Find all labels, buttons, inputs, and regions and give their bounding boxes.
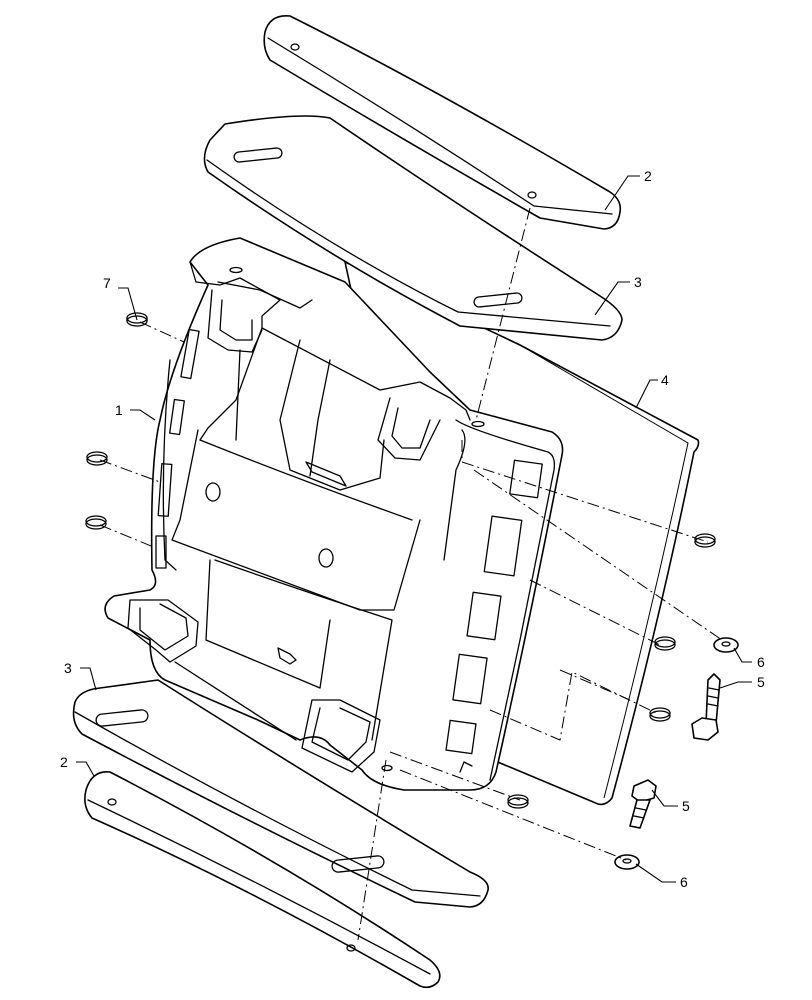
strip-part-2-top bbox=[263, 15, 622, 230]
callout-5-bottom: 5 bbox=[682, 798, 690, 814]
washer-part-6-bottom bbox=[614, 854, 640, 870]
clip-7d bbox=[694, 533, 716, 548]
assembly-lines bbox=[99, 207, 723, 941]
callout-2-top: 2 bbox=[644, 168, 652, 184]
clip-7c bbox=[85, 515, 107, 530]
callout-4: 4 bbox=[661, 372, 669, 388]
callout-7: 7 bbox=[103, 275, 111, 291]
callout-6-bottom: 6 bbox=[680, 874, 688, 890]
callout-3-bottom: 3 bbox=[64, 660, 72, 676]
bolt-part-5-bottom bbox=[629, 779, 657, 829]
callout-3-top: 3 bbox=[634, 274, 642, 290]
clip-part-7 bbox=[85, 312, 716, 809]
bolt-part-5-right bbox=[691, 673, 721, 741]
callout-1: 1 bbox=[115, 402, 123, 418]
callout-6-right: 6 bbox=[757, 654, 765, 670]
strip-part-2-bottom bbox=[84, 771, 441, 989]
clip-7a bbox=[126, 312, 148, 327]
clip-7f bbox=[649, 707, 671, 722]
pad-part-3-top bbox=[203, 115, 623, 341]
leader-lines bbox=[76, 175, 752, 883]
callout-5-right: 5 bbox=[757, 674, 765, 690]
clip-7g bbox=[507, 794, 529, 809]
washer-part-6-right bbox=[713, 637, 739, 653]
pad-part-3-bottom bbox=[72, 679, 489, 908]
clip-7b bbox=[86, 451, 108, 466]
callout-2-bottom: 2 bbox=[60, 754, 68, 770]
bracket-part-1 bbox=[104, 237, 564, 791]
callout-labels: 2 3 7 1 4 6 5 3 2 5 6 bbox=[60, 168, 765, 890]
